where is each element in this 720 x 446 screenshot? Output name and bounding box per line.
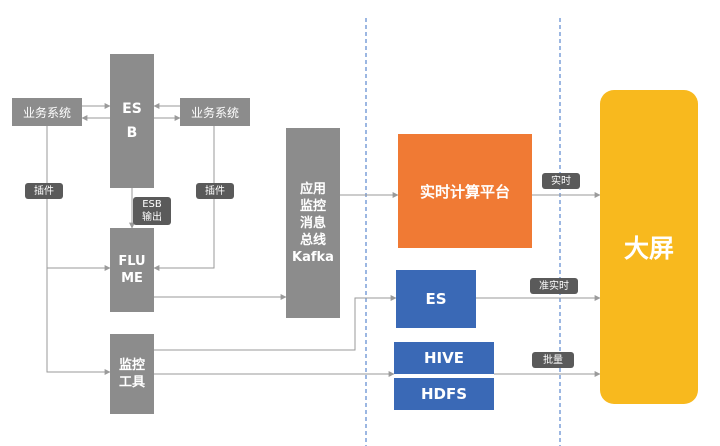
- edge-monitor-to-es: [154, 295, 397, 351]
- node-biz-system-right: 业务系统: [180, 98, 250, 126]
- node-esb: ES B: [110, 54, 154, 188]
- node-hdfs: HDFS: [394, 378, 494, 410]
- node-hive: HIVE: [394, 342, 494, 374]
- node-kafka-bus: 应用 监控 消息 总线 Kafka: [286, 128, 340, 318]
- edge-label-batch: 批量: [532, 352, 574, 368]
- node-es: ES: [396, 270, 476, 328]
- edge-label-near-realtime: 准实时: [530, 278, 578, 294]
- tag-plugin-left: 插件: [25, 183, 63, 199]
- tag-esb-output: ESB 输出: [133, 197, 171, 225]
- node-monitor-tool: 监控 工具: [110, 334, 154, 414]
- node-biz-system-left: 业务系统: [12, 98, 82, 126]
- node-flume: FLU ME: [110, 228, 154, 312]
- node-realtime-platform: 实时计算平台: [398, 134, 532, 248]
- edge-biz-left-to-monitor: [46, 268, 111, 375]
- tag-plugin-right: 插件: [196, 183, 234, 199]
- edge-biz-right-to-flume: [153, 126, 215, 271]
- node-big-screen: 大屏: [600, 90, 698, 404]
- edge-label-realtime: 实时: [542, 173, 580, 189]
